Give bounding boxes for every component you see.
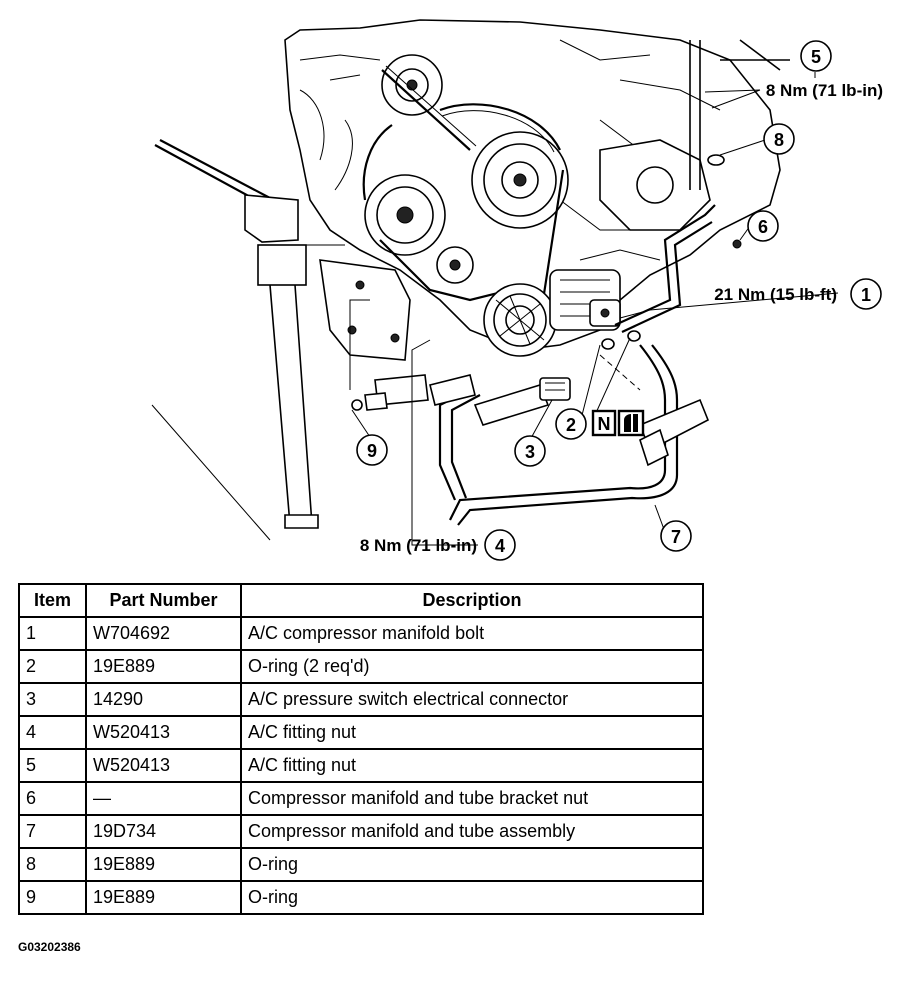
cell-part-number: 19D734 [85,814,242,849]
svg-text:4: 4 [495,536,505,556]
cell-description: A/C compressor manifold bolt [240,616,704,651]
cell-item: 9 [18,880,87,915]
cell-item: 1 [18,616,87,651]
cell-item: 7 [18,814,87,849]
table-row: 8 19E889 O-ring [18,847,704,882]
cell-part-number: 14290 [85,682,242,717]
header-part-number: Part Number [85,583,242,618]
cell-item: 3 [18,682,87,717]
callout-5: 5 8 Nm (71 lb-in) [766,40,883,100]
cell-item: 6 [18,781,87,816]
svg-text:N: N [598,414,611,434]
cell-description: O-ring [240,847,704,882]
svg-text:21 Nm (15 lb-ft): 21 Nm (15 lb-ft) [714,285,837,304]
callout-6: 6 [747,210,779,242]
cell-item: 5 [18,748,87,783]
table-row: 6 — Compressor manifold and tube bracket… [18,781,704,816]
leader-lines [349,72,839,546]
svg-text:5: 5 [811,47,821,67]
cell-part-number: 19E889 [85,847,242,882]
svg-text:6: 6 [758,217,768,237]
cell-item: 8 [18,847,87,882]
svg-text:8 Nm (71 lb-in): 8 Nm (71 lb-in) [766,81,883,100]
svg-text:7: 7 [671,527,681,547]
cell-part-number: W520413 [85,748,242,783]
table-row: 5 W520413 A/C fitting nut [18,748,704,783]
ac-manifold-tube-assembly [351,204,716,526]
callout-4: 8 Nm (71 lb-in) 4 [360,529,516,561]
table-row: 7 19D734 Compressor manifold and tube as… [18,814,704,849]
table-row: 9 19E889 O-ring [18,880,704,915]
figure-id: G03202386 [18,940,81,954]
svg-text:8 Nm (71 lb-in): 8 Nm (71 lb-in) [360,536,477,555]
table-row: 1 W704692 A/C compressor manifold bolt [18,616,704,651]
svg-text:9: 9 [367,441,377,461]
callout-1: 21 Nm (15 lb-ft) 1 [714,278,882,310]
cell-part-number: W520413 [85,715,242,750]
svg-text:1: 1 [861,285,871,305]
callout-3: 3 [514,435,546,467]
cell-part-number: 19E889 [85,649,242,684]
cell-description: A/C fitting nut [240,748,704,783]
cell-description: A/C fitting nut [240,715,704,750]
cell-item: 4 [18,715,87,750]
cell-item: 2 [18,649,87,684]
header-description: Description [240,583,704,618]
oil-drop-icon [624,414,638,432]
parts-table: Item Part Number Description 1 W704692 A… [18,583,704,915]
table-header-row: Item Part Number Description [18,583,704,618]
o-rings [601,154,742,350]
cell-description: A/C pressure switch electrical connector [240,682,704,717]
table-row: 3 14290 A/C pressure switch electrical c… [18,682,704,717]
header-item: Item [18,583,87,618]
radiator-support [151,139,345,541]
callout-9: 9 [356,434,388,466]
cell-part-number: W704692 [85,616,242,651]
cell-description: O-ring [240,880,704,915]
cell-part-number: — [85,781,242,816]
cell-description: Compressor manifold and tube assembly [240,814,704,849]
cell-part-number: 19E889 [85,880,242,915]
cell-description: O-ring (2 req'd) [240,649,704,684]
svg-text:3: 3 [525,442,535,462]
callout-2: 2 N [555,408,645,440]
callout-8: 8 [763,123,795,155]
exploded-view-diagram: 5 8 Nm (71 lb-in) 8 6 21 Nm (15 lb-ft) 1… [151,19,883,561]
engine-illustration [284,19,790,361]
table-row: 2 19E889 O-ring (2 req'd) [18,649,704,684]
svg-text:2: 2 [566,415,576,435]
svg-text:8: 8 [774,130,784,150]
cell-description: Compressor manifold and tube bracket nut [240,781,704,816]
callout-7: 7 [660,520,692,552]
table-row: 4 W520413 A/C fitting nut [18,715,704,750]
